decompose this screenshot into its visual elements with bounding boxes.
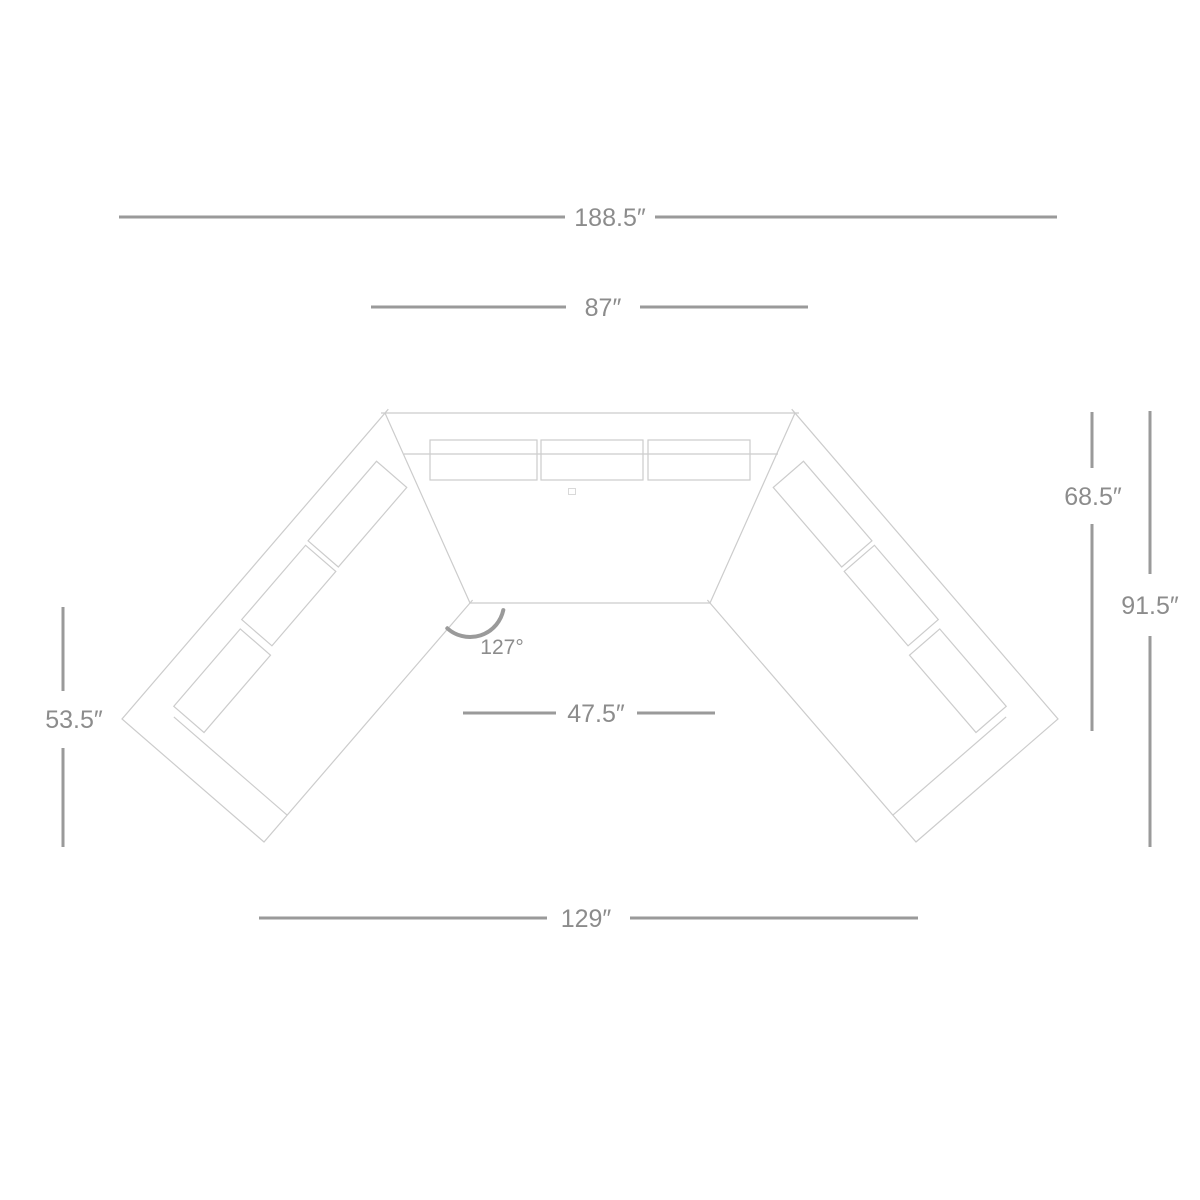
dim-overall-right-depth-label: 91.5″ (1121, 592, 1179, 620)
right-wing-cushions (772, 460, 1008, 816)
sofa-outline-group (121, 408, 1059, 843)
right-wing-outline (706, 408, 1059, 843)
dim-left-side-depth-label: 53.5″ (45, 706, 103, 734)
center-cushion-3 (647, 439, 751, 481)
dim-upper-right-depth-label: 68.5″ (1064, 483, 1122, 511)
center-section-sides-front (384, 412, 796, 604)
left-wing-cushions (172, 460, 408, 816)
right-wing-cushion-2 (843, 544, 940, 647)
dimension-callouts: 188.5″ 87″ 68.5″ 91.5″ 53.5″ 47.5″ 129″ (45, 204, 1179, 933)
dim-bottom-width-label: 129″ (561, 905, 612, 933)
corner-angle-arc (445, 608, 506, 640)
corner-angle-callout: 127° (445, 608, 524, 659)
left-wing-cushion-2 (240, 544, 337, 647)
center-console-detail (568, 488, 576, 495)
right-wing-cushion-1 (772, 460, 873, 568)
right-wing-cushion-3 (908, 628, 1008, 734)
left-wing-cushion-1 (307, 460, 408, 568)
left-wing-outline (121, 408, 474, 843)
center-cushion-2 (540, 439, 644, 481)
corner-angle-label: 127° (480, 636, 523, 659)
dim-overall-width-label: 188.5″ (574, 204, 646, 232)
right-wing-armrest-line (892, 716, 1007, 816)
left-wing-cushion-3 (172, 628, 272, 734)
dim-back-width-label: 87″ (585, 294, 622, 322)
left-wing-armrest-line (173, 716, 288, 816)
center-cushion-1 (429, 439, 538, 481)
dim-seat-front-width-label: 47.5″ (567, 700, 625, 728)
